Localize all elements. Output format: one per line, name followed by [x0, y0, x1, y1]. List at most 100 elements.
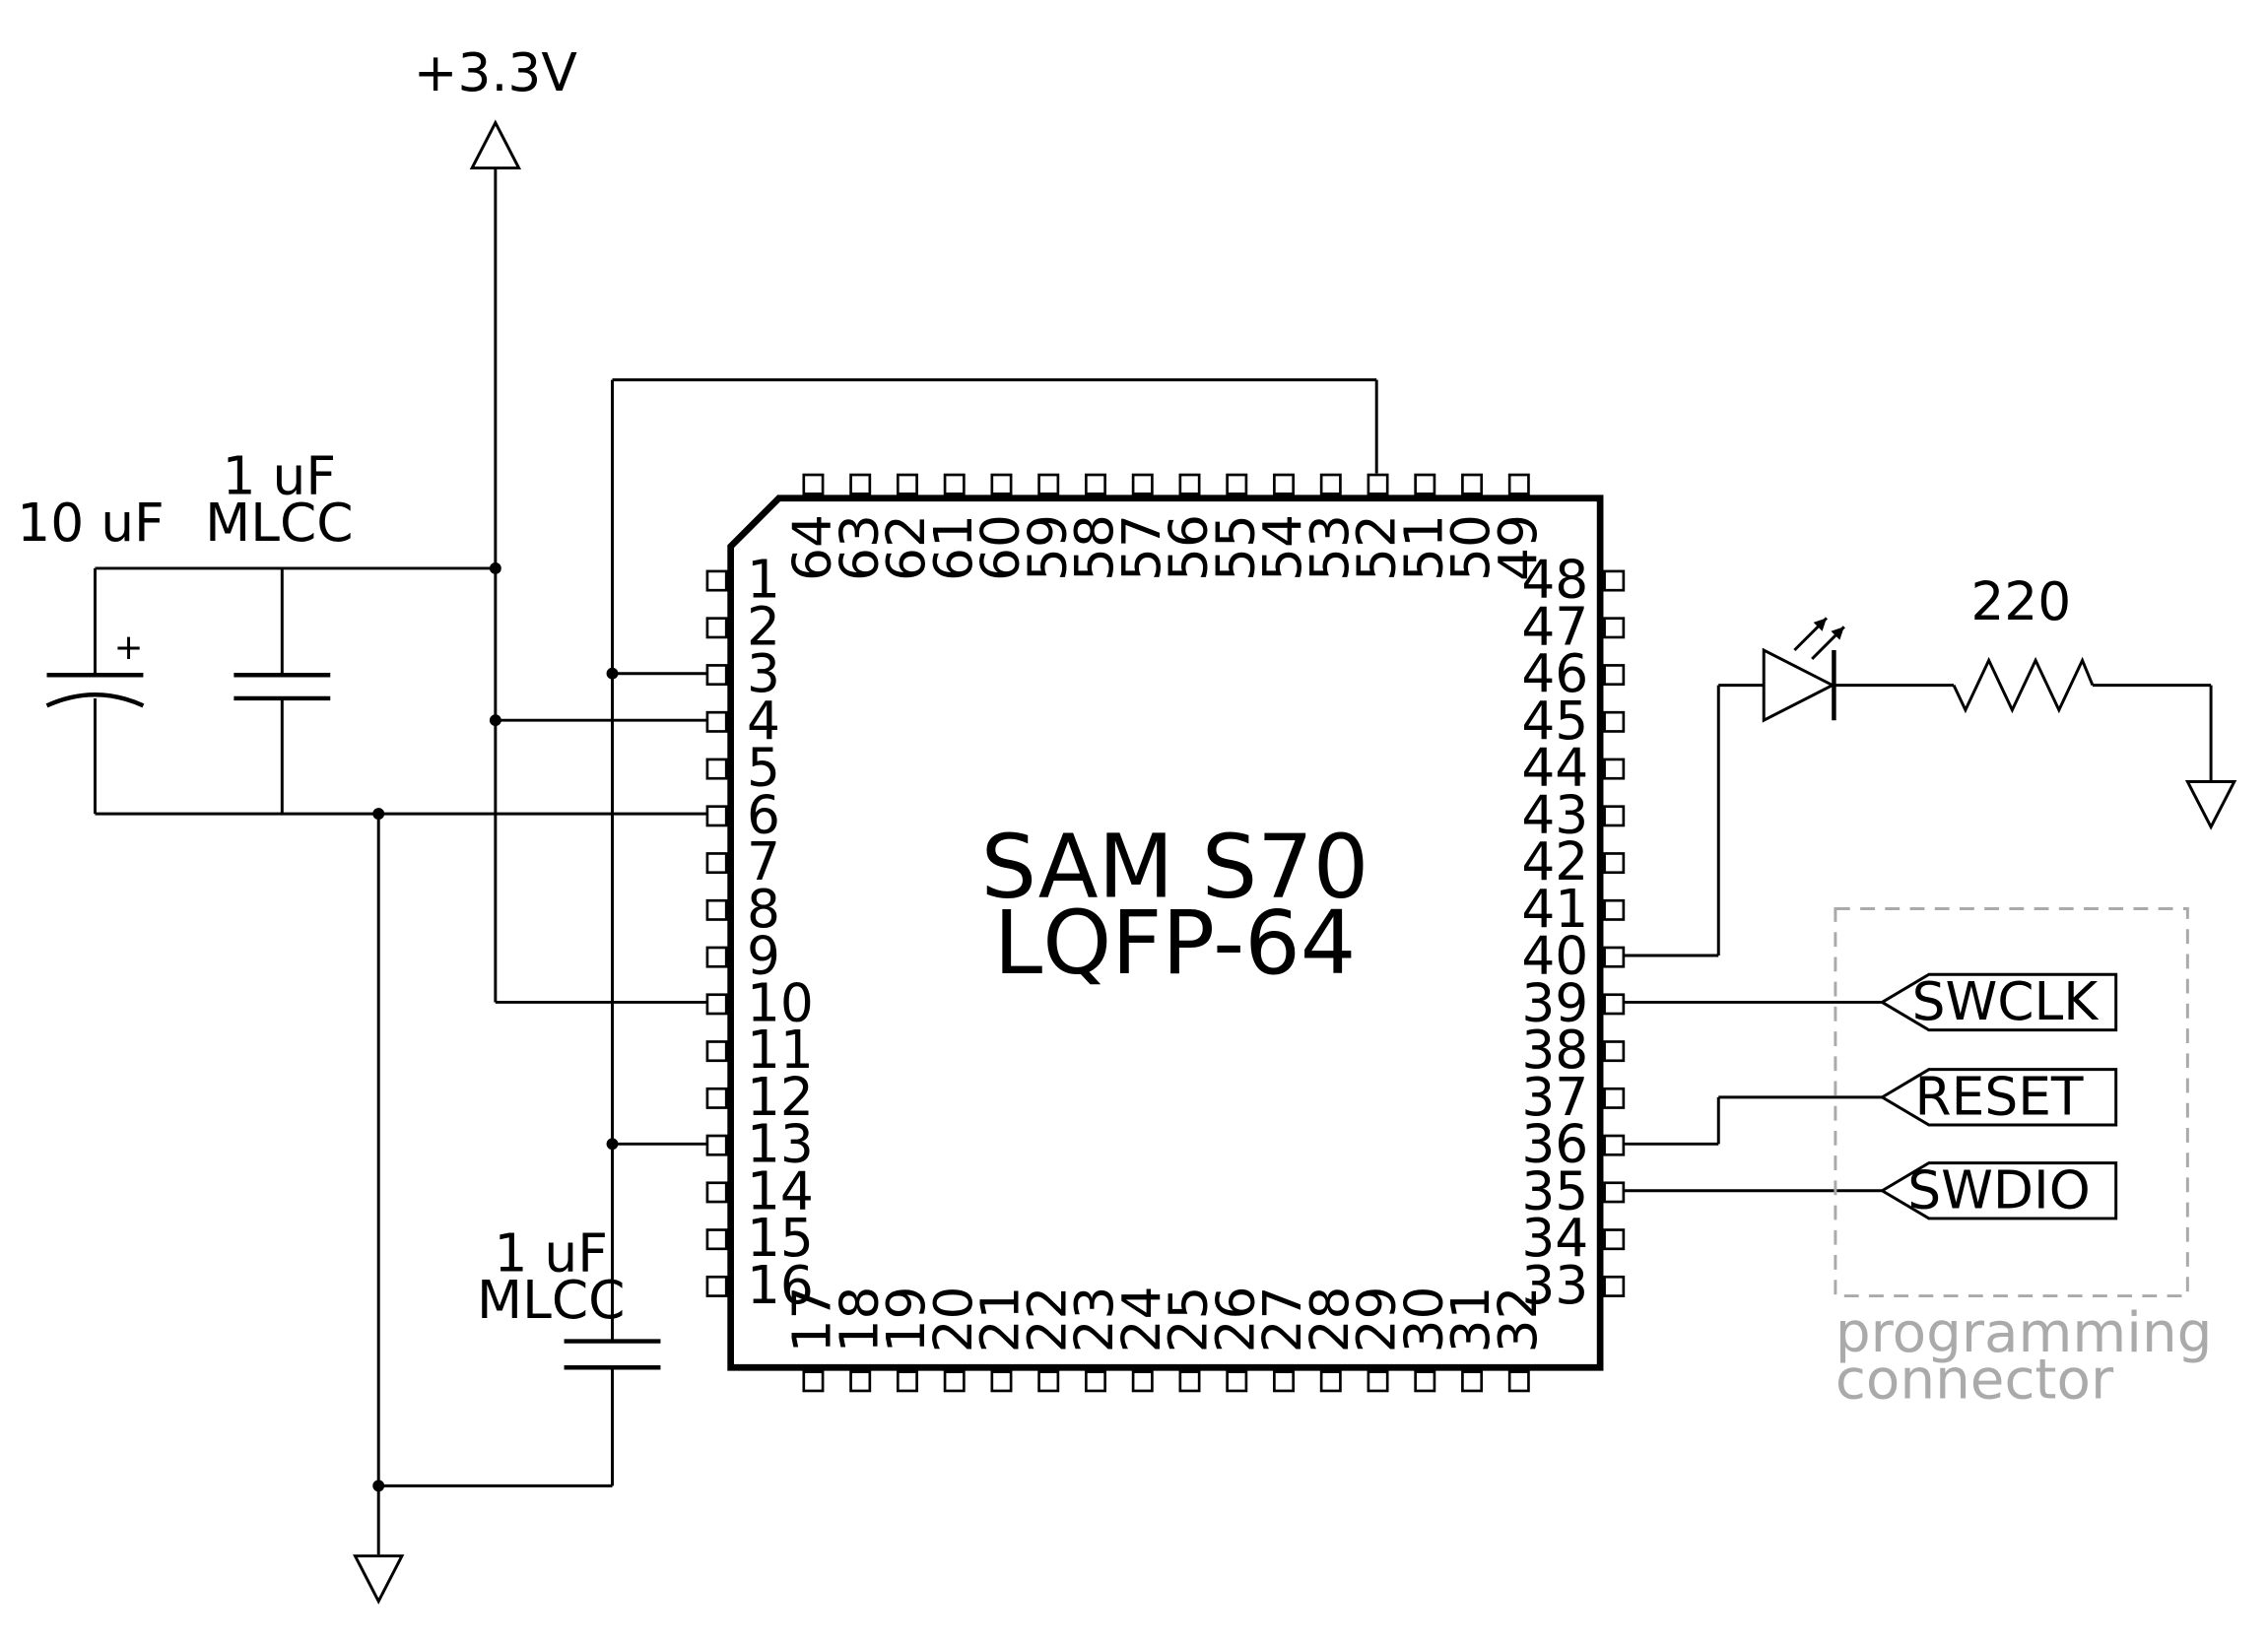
c1-polarized-capacitor: + 10 uF [17, 492, 165, 708]
pin-label-28: 28 [1299, 1285, 1361, 1352]
c3-type: MLCC [477, 1269, 625, 1331]
pad-22 [1037, 1370, 1060, 1393]
pin-label-20: 20 [922, 1285, 984, 1352]
pad-30 [1414, 1370, 1436, 1393]
connector-port-swclk[interactable]: SWCLK [1879, 970, 2118, 1032]
pin-label-43: 43 [1521, 783, 1588, 845]
pin-label-48: 48 [1521, 549, 1588, 611]
pin-label-16: 16 [747, 1254, 814, 1316]
supply-3v3: +3.3V [414, 41, 578, 170]
pin-label-41: 41 [1521, 878, 1588, 940]
pin-label-49: 49 [1487, 514, 1549, 581]
pad-52 [1367, 473, 1389, 495]
ground-icon [2184, 780, 2237, 830]
pad-28 [1319, 1370, 1342, 1393]
connector-caption-line1: programming [1835, 1301, 2213, 1365]
pin-label-60: 60 [969, 514, 1032, 581]
pad-47 [1603, 617, 1626, 639]
resistor: 220 [1952, 570, 2095, 714]
pad-33 [1603, 1275, 1626, 1297]
pin-label-1: 1 [747, 549, 780, 611]
pad-64 [802, 473, 825, 495]
chip-pads [705, 473, 1626, 1393]
chip-body [727, 494, 1604, 1371]
c1-value: 10 uF [17, 492, 164, 554]
pin-label-38: 38 [1521, 1019, 1588, 1081]
pad-26 [1226, 1370, 1248, 1393]
pin-label-5: 5 [747, 737, 780, 799]
pin-label-50: 50 [1439, 514, 1501, 581]
pad-7 [705, 852, 728, 875]
signal-swdio: SWDIO [1907, 1159, 2091, 1221]
connector-port-reset[interactable]: RESET [1879, 1066, 2118, 1128]
pad-56 [1178, 473, 1201, 495]
pin-label-13: 13 [747, 1113, 814, 1175]
pin-label-14: 14 [747, 1159, 814, 1221]
c3-value: 1 uF [494, 1221, 607, 1284]
pin-label-19: 19 [875, 1285, 937, 1352]
pad-14 [705, 1181, 728, 1204]
pad-29 [1367, 1370, 1389, 1393]
connector-port-swdio[interactable]: SWDIO [1879, 1159, 2118, 1221]
pad-13 [705, 1134, 728, 1156]
pad-37 [1603, 1087, 1626, 1109]
pin-label-44: 44 [1521, 737, 1588, 799]
pad-10 [705, 993, 728, 1016]
pad-34 [1603, 1228, 1626, 1251]
pad-42 [1603, 852, 1626, 875]
pin-label-29: 29 [1346, 1285, 1408, 1352]
polarized-capacitor-icon [45, 672, 145, 708]
pin-label-2: 2 [747, 595, 780, 657]
pad-21 [990, 1370, 1013, 1393]
pin-label-33: 33 [1521, 1254, 1588, 1316]
c3-capacitor: 1 uF MLCC [477, 1221, 661, 1370]
pin-label-32: 32 [1487, 1285, 1549, 1352]
pin-label-45: 45 [1521, 690, 1588, 752]
supply-label: +3.3V [414, 41, 578, 103]
pad-49 [1507, 473, 1530, 495]
pin-label-9: 9 [747, 925, 780, 987]
pad-15 [705, 1228, 728, 1251]
pad-24 [1131, 1370, 1154, 1393]
pin-label-7: 7 [747, 830, 780, 892]
resistor-icon [1952, 656, 2095, 714]
pin-label-53: 53 [1299, 514, 1361, 581]
pad-55 [1226, 473, 1248, 495]
pad-19 [896, 1370, 918, 1393]
pin-label-36: 36 [1521, 1113, 1588, 1175]
pad-23 [1085, 1370, 1106, 1393]
pad-45 [1603, 710, 1626, 733]
pin-label-54: 54 [1251, 514, 1313, 581]
pad-2 [705, 617, 728, 639]
pin-label-31: 31 [1439, 1285, 1501, 1352]
pad-38 [1603, 1040, 1626, 1063]
pad-61 [943, 473, 966, 495]
pad-41 [1603, 898, 1626, 921]
pin-label-56: 56 [1158, 514, 1220, 581]
pin-label-51: 51 [1392, 514, 1454, 581]
pin-label-6: 6 [747, 783, 780, 845]
pad-59 [1037, 473, 1060, 495]
led-icon [1762, 617, 1845, 723]
pad-11 [705, 1040, 728, 1063]
pad-44 [1603, 758, 1626, 780]
pad-43 [1603, 805, 1626, 827]
pad-36 [1603, 1134, 1626, 1156]
chip-package: LQFP-64 [994, 891, 1357, 994]
ground-icon [353, 1554, 405, 1605]
pin-label-35: 35 [1521, 1159, 1588, 1221]
pin-label-22: 22 [1016, 1285, 1078, 1352]
pin-label-34: 34 [1521, 1207, 1588, 1269]
pad-53 [1319, 473, 1342, 495]
pin-label-59: 59 [1016, 514, 1078, 581]
connector-outline [1834, 907, 2189, 1298]
pad-8 [705, 898, 728, 921]
signal-swclk: SWCLK [1912, 970, 2101, 1032]
pad-9 [705, 946, 728, 968]
pad-63 [849, 473, 872, 495]
pin-label-40: 40 [1521, 925, 1588, 987]
c2-capacitor: 1 uF MLCC [205, 444, 354, 701]
pin-label-27: 27 [1251, 1285, 1313, 1352]
pin-label-39: 39 [1521, 971, 1588, 1033]
